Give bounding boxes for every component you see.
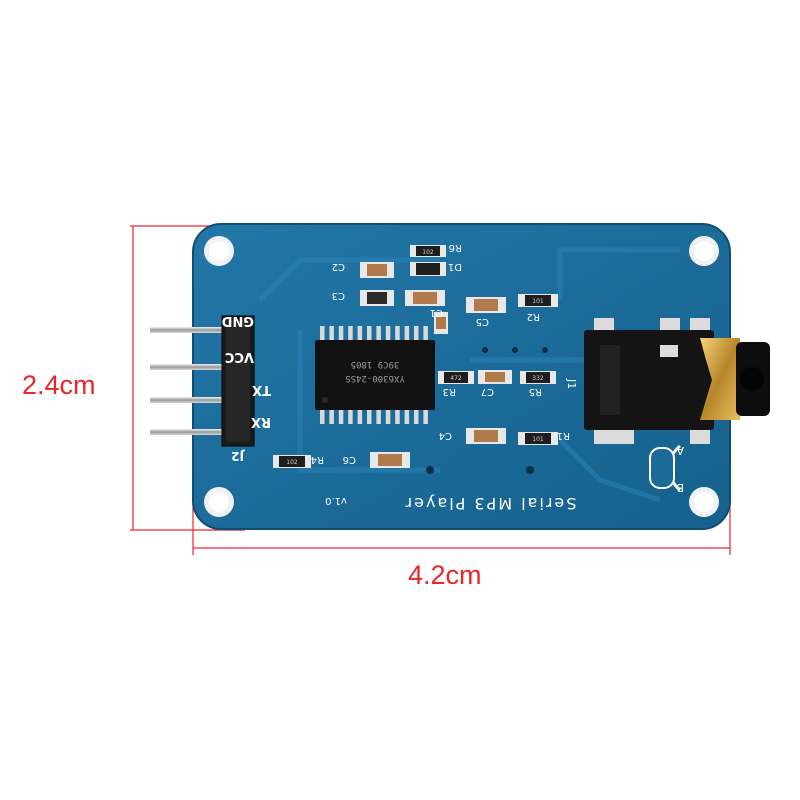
diode-d1	[410, 262, 446, 276]
capacitor-c6	[370, 452, 410, 468]
capacitor-c1	[405, 290, 445, 306]
resistor-r4: 102	[273, 455, 311, 468]
resistor-code-r3: 472	[450, 375, 462, 382]
ic-pin	[338, 410, 344, 424]
capacitor-c5	[466, 297, 506, 313]
resistor-r5: 332	[520, 371, 556, 384]
ic-pin	[357, 410, 363, 424]
label-d1: D1	[448, 261, 462, 272]
label-r2: R2	[527, 311, 540, 322]
height-dimension-label: 2.4cm	[22, 370, 96, 400]
label-c7: C7	[481, 386, 494, 397]
capacitor-c8	[434, 312, 448, 334]
resistor-r2: 101	[518, 294, 558, 307]
ic-pin	[376, 410, 381, 424]
pin-header	[150, 315, 255, 447]
label-c2: C2	[332, 261, 345, 272]
resistor-code-r2: 101	[532, 298, 544, 305]
pin-label-gnd: GND	[221, 313, 254, 328]
ic-pin	[395, 326, 400, 340]
label-r4: R4	[311, 454, 324, 465]
ic-pin	[385, 410, 391, 424]
audio-jack	[584, 318, 770, 444]
label-r6: R6	[449, 242, 462, 253]
mounting-hole	[689, 236, 719, 266]
pad-label-a: A	[676, 444, 684, 457]
pin-label-vcc: VCC	[225, 349, 254, 364]
capacitor-c4	[466, 428, 506, 444]
ic-pin	[404, 326, 410, 340]
board-title: Serial MP3 Player	[404, 494, 577, 513]
mounting-hole	[689, 487, 719, 517]
ic-pin	[404, 410, 410, 424]
ic-pin	[320, 326, 325, 340]
header-ref-j2: J2	[231, 449, 245, 463]
ic-pin	[414, 410, 419, 424]
resistor-r1: 101	[518, 432, 558, 445]
capacitor-c2	[360, 262, 394, 278]
resistor-r6: 102	[410, 245, 446, 257]
pin-label-tx: TX	[252, 382, 271, 397]
ic-pin	[338, 326, 344, 340]
label-c1: C1	[430, 307, 443, 318]
ic-pin	[367, 410, 372, 424]
dimension-width-marker	[192, 500, 731, 555]
mounting-hole	[204, 236, 234, 266]
label-r3: R3	[443, 386, 456, 397]
ic-pin	[348, 410, 353, 424]
label-r5: R5	[529, 386, 542, 397]
label-c4: C4	[439, 430, 452, 441]
label-r1: R1	[557, 430, 570, 441]
ic-pin	[395, 410, 400, 424]
ic-pin	[348, 326, 353, 340]
pad-label-b: B	[676, 481, 684, 494]
ic-pin	[376, 326, 381, 340]
mp3-decoder-chip: 39C9 1805 YX6300-24SS	[315, 326, 435, 424]
board-version: v1.0	[325, 495, 347, 506]
ic-pin	[320, 410, 325, 424]
silkscreen: GND VCC TX RX J2 C2 C3 R6 D1 C1 C5 R2 R3…	[221, 242, 578, 513]
mounting-hole	[204, 487, 234, 517]
ic-pin	[329, 410, 334, 424]
width-dimension-label: 4.2cm	[408, 560, 482, 590]
capacitor-c3	[360, 290, 394, 306]
ic-pin	[423, 410, 428, 424]
pin-label-rx: RX	[251, 414, 271, 429]
chip-marking-line1: YX6300-24SS	[345, 373, 405, 383]
ic-pin	[423, 326, 428, 340]
resistor-code-r1: 101	[532, 436, 544, 443]
label-c3: C3	[332, 290, 345, 301]
jack-ref-j1: J1	[565, 378, 578, 389]
ic-pin	[329, 326, 334, 340]
solder-jumper: A B	[649, 444, 684, 494]
label-c6: C6	[343, 454, 356, 465]
ic-pin	[357, 326, 363, 340]
capacitor-c7	[478, 370, 512, 384]
ic-pin	[414, 326, 419, 340]
resistor-code-r5: 332	[532, 375, 544, 382]
chip-marking-line2: 39C9 1805	[351, 359, 400, 369]
label-c5: C5	[476, 316, 489, 327]
ic-pin	[385, 326, 391, 340]
ic-pin	[367, 326, 372, 340]
resistor-r3: 472	[438, 371, 474, 384]
resistor-code-r6: 102	[422, 249, 434, 256]
resistor-code-r4: 102	[286, 459, 298, 466]
